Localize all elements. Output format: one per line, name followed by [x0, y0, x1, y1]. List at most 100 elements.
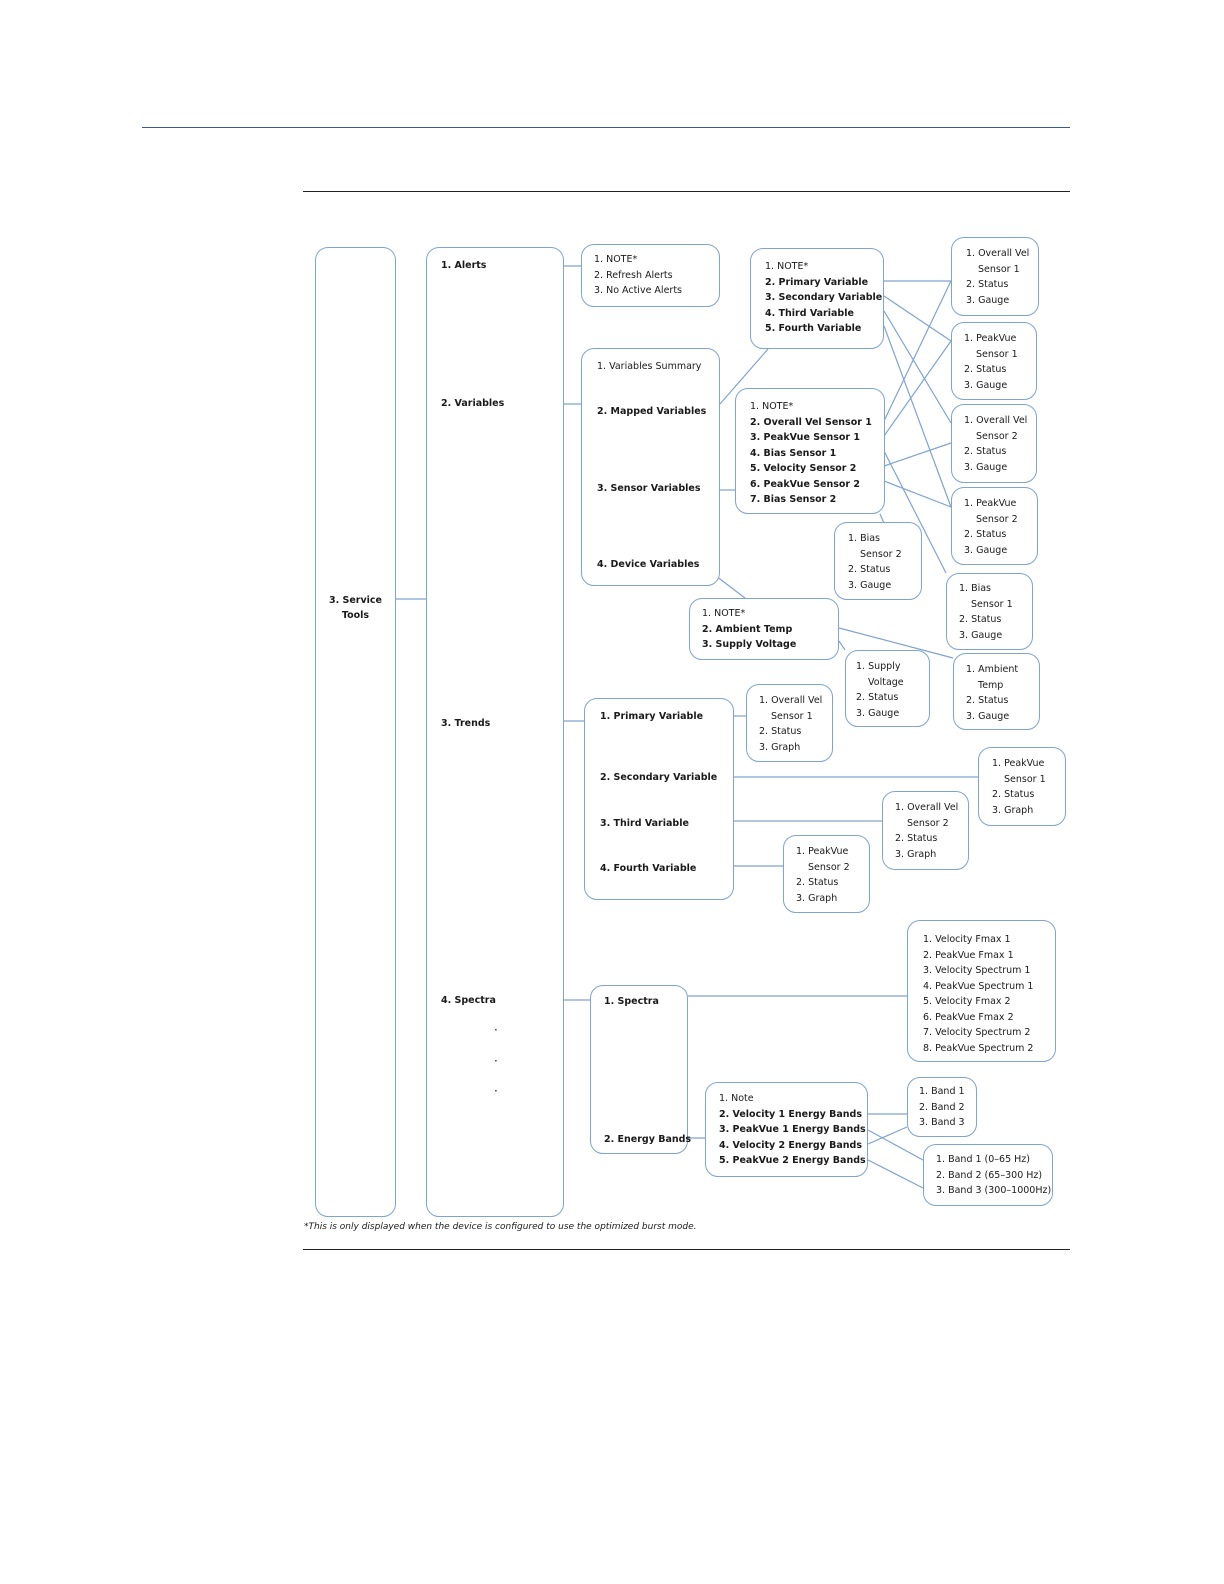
sensor-item[interactable]: 1. NOTE* — [750, 401, 794, 412]
gauge-item: Sensor 1 — [978, 263, 1020, 275]
gauge-item[interactable]: 3. Gauge — [964, 461, 1008, 473]
header-rule — [142, 127, 1070, 128]
graph-item[interactable]: 2. Status — [796, 877, 839, 888]
graph-item[interactable]: 3. Graph — [759, 741, 801, 753]
gauge-item[interactable]: 2. Status — [964, 364, 1007, 375]
graph-item[interactable]: 3. Graph — [992, 804, 1034, 816]
ellipsis-dot: · — [494, 1023, 498, 1037]
alerts-item[interactable]: 3. No Active Alerts — [594, 285, 682, 296]
variables-item[interactable]: 3. Sensor Variables — [597, 483, 701, 494]
graph-item[interactable]: 3. Graph — [796, 892, 838, 904]
trends-item[interactable]: 2. Secondary Variable — [600, 772, 718, 783]
gauge-item[interactable]: 1. Overall Vel — [964, 415, 1028, 426]
device-item[interactable]: 1. NOTE* — [702, 608, 746, 619]
band-item[interactable]: 3. Band 3 (300–1000Hz) — [936, 1185, 1052, 1196]
mapped-item[interactable]: 2. Primary Variable — [765, 276, 869, 288]
menu-item-spectra[interactable]: 4. Spectra — [441, 995, 496, 1006]
sensor-item[interactable]: 3. PeakVue Sensor 1 — [750, 432, 861, 443]
gauge-item[interactable]: 2. Status — [964, 446, 1007, 457]
graph-item[interactable]: 1. Overall Vel — [895, 802, 959, 813]
band-item[interactable]: 1. Band 1 — [919, 1086, 965, 1097]
gauge-item[interactable]: 2. Status — [966, 279, 1009, 290]
device-item[interactable]: 2. Ambient Temp — [702, 623, 793, 635]
spectra-sub-item[interactable]: 3. Velocity Spectrum 1 — [923, 965, 1031, 976]
alerts-item[interactable]: 1. NOTE* — [594, 254, 638, 265]
sensor-item[interactable]: 5. Velocity Sensor 2 — [750, 463, 857, 474]
menu-item-trends[interactable]: 3. Trends — [441, 718, 491, 729]
energy-item[interactable]: 2. Velocity 1 Energy Bands — [719, 1108, 862, 1120]
sensor-item[interactable]: 4. Bias Sensor 1 — [750, 447, 837, 459]
variables-item[interactable]: 1. Variables Summary — [597, 361, 702, 372]
gauge-item[interactable]: 1. Overall Vel — [966, 248, 1030, 259]
graph-item[interactable]: 2. Status — [895, 833, 938, 844]
gauge-item[interactable]: 2. Status — [966, 695, 1009, 706]
graph-item: Sensor 1 — [1004, 773, 1046, 785]
device-item[interactable]: 3. Supply Voltage — [702, 639, 797, 650]
trends-item[interactable]: 3. Third Variable — [600, 818, 689, 829]
spectra-sub-item[interactable]: 8. PeakVue Spectrum 2 — [923, 1042, 1034, 1054]
energy-item[interactable]: 5. PeakVue 2 Energy Bands — [719, 1155, 866, 1166]
spectra-sub-item[interactable]: 1. Velocity Fmax 1 — [923, 934, 1011, 945]
energy-bands-menu-box: 1. Note 2. Velocity 1 Energy Bands 3. Pe… — [705, 1082, 868, 1177]
bands-box-a: 1. Band 1 2. Band 2 3. Band 3 — [907, 1077, 977, 1137]
spectra-sub-item[interactable]: 5. Velocity Fmax 2 — [923, 996, 1011, 1007]
band-item[interactable]: 1. Band 1 (0–65 Hz) — [936, 1154, 1031, 1165]
menu-item-alerts[interactable]: 1. Alerts — [441, 260, 487, 271]
graph-item[interactable]: 2. Status — [759, 726, 802, 737]
alerts-item[interactable]: 2. Refresh Alerts — [594, 269, 673, 281]
mapped-item[interactable]: 4. Third Variable — [765, 307, 854, 319]
trends-item[interactable]: 4. Fourth Variable — [600, 863, 697, 874]
mapped-item[interactable]: 1. NOTE* — [765, 261, 809, 272]
mapped-item[interactable]: 3. Secondary Variable — [765, 292, 883, 303]
graph-item[interactable]: 3. Graph — [895, 848, 937, 860]
spectra-sub-item[interactable]: 4. PeakVue Spectrum 1 — [923, 980, 1034, 992]
gauge-item: Sensor 2 — [860, 548, 902, 560]
gauge-item[interactable]: 3. Gauge — [964, 544, 1008, 556]
gauge-item[interactable]: 2. Status — [848, 564, 891, 575]
gauge-item[interactable]: 3. Gauge — [966, 710, 1010, 722]
graph-item[interactable]: 1. PeakVue — [796, 846, 849, 857]
graph-item[interactable]: 1. PeakVue — [992, 758, 1045, 769]
gauge-item[interactable]: 1. Bias — [848, 533, 881, 544]
spectra-item[interactable]: 2. Energy Bands — [604, 1134, 692, 1145]
gauge-item[interactable]: 3. Gauge — [848, 579, 892, 591]
gauge-item[interactable]: 2. Status — [856, 692, 899, 703]
energy-item[interactable]: 1. Note — [719, 1093, 754, 1104]
graph-item[interactable]: 2. Status — [992, 789, 1035, 800]
device-variables-box: 1. NOTE* 2. Ambient Temp 3. Supply Volta… — [689, 598, 839, 660]
spectra-sub-item[interactable]: 2. PeakVue Fmax 1 — [923, 949, 1014, 961]
spectra-item[interactable]: 1. Spectra — [604, 996, 659, 1007]
band-item[interactable]: 2. Band 2 (65–300 Hz) — [936, 1169, 1043, 1181]
menu-item-variables[interactable]: 2. Variables — [441, 398, 505, 409]
trends-item[interactable]: 1. Primary Variable — [600, 711, 704, 722]
mapped-item[interactable]: 5. Fourth Variable — [765, 323, 862, 334]
spectra-sub-item[interactable]: 6. PeakVue Fmax 2 — [923, 1011, 1014, 1023]
sensor-item[interactable]: 7. Bias Sensor 2 — [750, 494, 837, 505]
sensor-item[interactable]: 6. PeakVue Sensor 2 — [750, 478, 861, 490]
gauge-item[interactable]: 2. Status — [964, 529, 1007, 540]
band-item[interactable]: 3. Band 3 — [919, 1117, 965, 1128]
ellipsis-dot: · — [494, 1054, 498, 1068]
energy-item[interactable]: 4. Velocity 2 Energy Bands — [719, 1139, 862, 1151]
band-item[interactable]: 2. Band 2 — [919, 1101, 965, 1113]
gauge-item[interactable]: 3. Gauge — [966, 294, 1010, 306]
gauge-item[interactable]: 3. Gauge — [959, 629, 1003, 641]
variables-item[interactable]: 4. Device Variables — [597, 559, 700, 570]
gauge-item[interactable]: 2. Status — [959, 614, 1002, 625]
gauge-item[interactable]: 3. Gauge — [964, 379, 1008, 391]
gauge-ambient-temp-box: 1. Ambient Temp 2. Status 3. Gauge — [953, 653, 1040, 730]
gauge-item: Sensor 2 — [976, 513, 1018, 525]
spectra-sub-item[interactable]: 7. Velocity Spectrum 2 — [923, 1027, 1031, 1038]
gauge-item[interactable]: 1. PeakVue — [964, 498, 1017, 509]
gauge-item[interactable]: 3. Gauge — [856, 707, 900, 719]
energy-item[interactable]: 3. PeakVue 1 Energy Bands — [719, 1124, 866, 1135]
gauge-item[interactable]: 1. Bias — [959, 583, 992, 594]
gauge-item[interactable]: 1. Ambient — [966, 664, 1019, 675]
gauge-item[interactable]: 1. PeakVue — [964, 333, 1017, 344]
graph-item[interactable]: 1. Overall Vel — [759, 695, 823, 706]
gauge-item[interactable]: 1. Supply — [856, 661, 901, 672]
variables-item[interactable]: 2. Mapped Variables — [597, 406, 707, 417]
gauge-bias-sensor2-box: 1. Bias Sensor 2 2. Status 3. Gauge — [834, 522, 922, 600]
sensor-item[interactable]: 2. Overall Vel Sensor 1 — [750, 416, 872, 428]
